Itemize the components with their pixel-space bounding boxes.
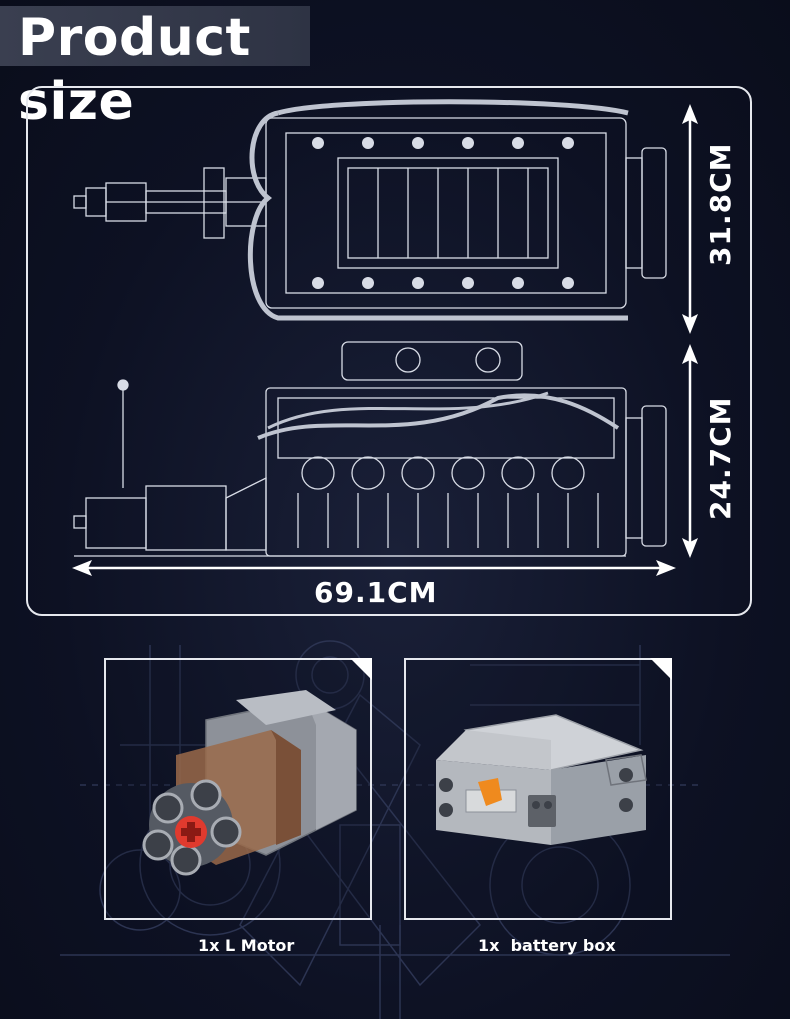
engine-top-view [73,99,667,321]
engine-side-view [73,341,667,557]
motor-icon [142,690,357,876]
engine-blueprint [72,99,698,576]
motor-caption: 1x L Motor [198,936,295,955]
page-title: Product size [18,8,251,132]
top-height-dimension-label: 31.8CM [704,142,737,267]
width-dimension-label: 69.1CM [314,576,438,609]
battery-box-card: 1x battery box [404,658,672,955]
battery-box-caption: 1x battery box [478,936,616,955]
battery-box-icon [436,714,647,845]
title-banner: Product size [0,6,310,132]
dimension-arrows [72,104,698,576]
card-corner-mark [650,658,672,680]
bottom-height-dimension-label: 24.7CM [704,396,737,521]
motor-card: 1x L Motor [104,658,372,955]
card-corner-mark [350,658,372,680]
size-diagram-panel: 69.1CM 31.8CM 24.7CM [26,86,752,616]
